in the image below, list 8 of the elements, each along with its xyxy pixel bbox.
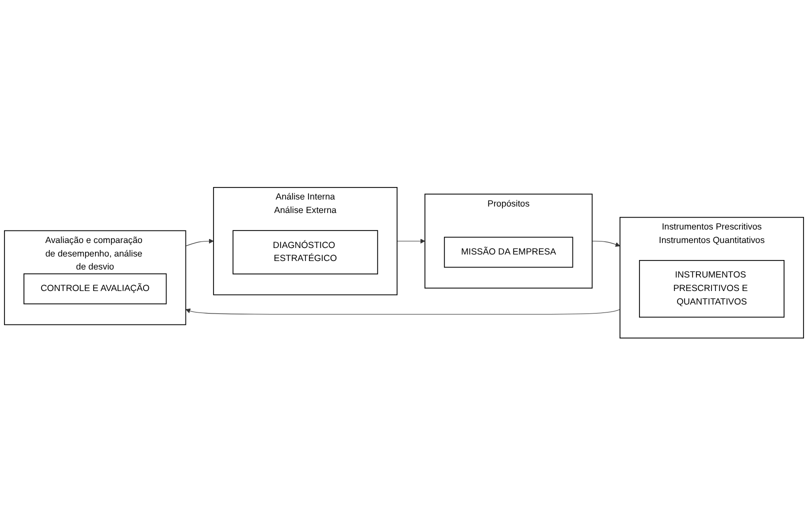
arrow xyxy=(185,238,214,246)
arrow xyxy=(592,240,620,247)
arrow xyxy=(186,308,620,314)
node-box: MISSÃO DA EMPRESA xyxy=(444,236,574,268)
node-box: CONTROLE E AVALIAÇÃO xyxy=(24,273,167,304)
node-box: INSTRUMENTOS PRESCRITIVOS E QUANTITATIVOS xyxy=(639,260,784,318)
arrow xyxy=(396,238,426,244)
node-box: DIAGNÓSTICO ESTRATÉGICO xyxy=(232,230,378,274)
